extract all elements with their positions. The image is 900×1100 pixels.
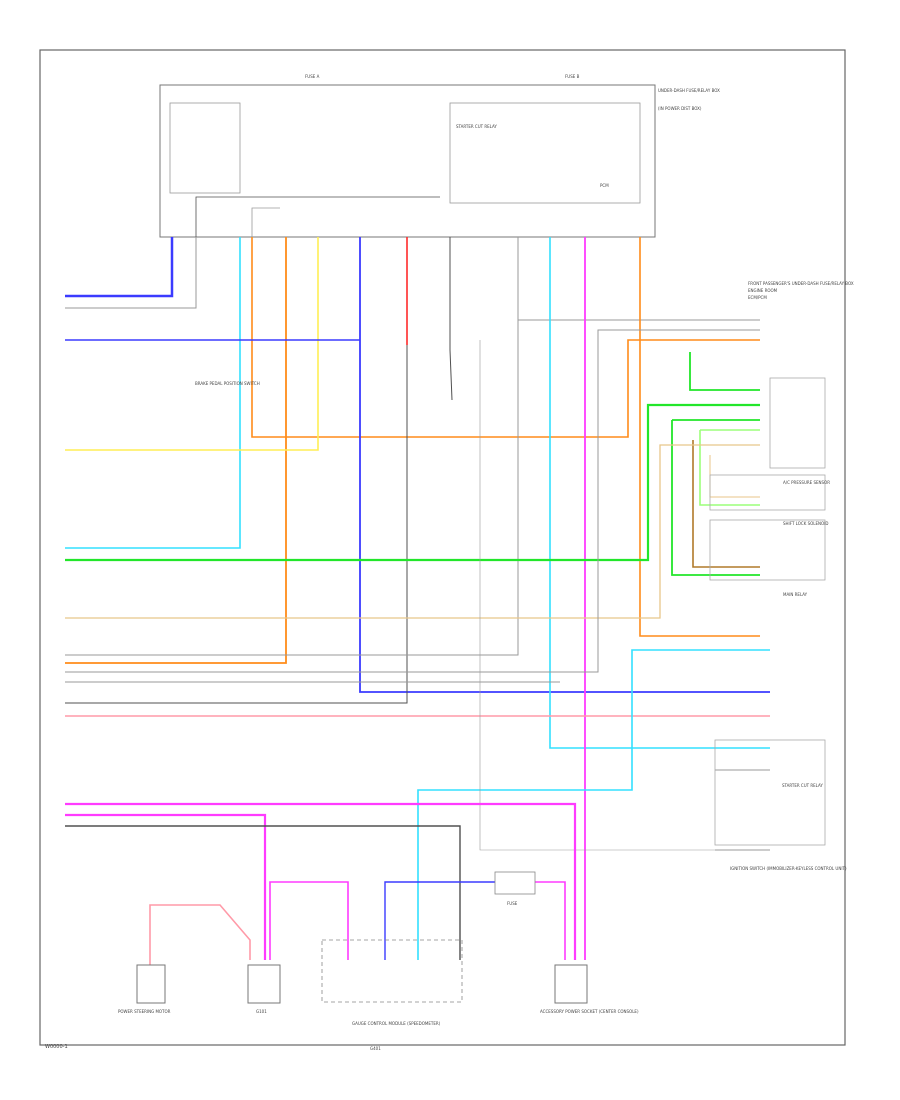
bottom-label-1: POWER STEERING MOTOR [118,1009,171,1014]
diagram-frame [39,49,846,1046]
wire-dark-1 [65,345,408,704]
wire-orange-2 [65,237,287,664]
wire-blue-bottom [384,881,495,960]
wire-pink-4 [535,881,566,960]
wire-brown [692,440,760,568]
wire-gray-top2 [251,207,280,237]
fuse-box-outline [159,84,656,238]
inline-fuse-box [494,871,536,895]
connector-block-right-1 [769,377,826,469]
fuse-box-subtitle: (IN POWER DIST BOX) [658,106,702,111]
wire-cyan-right [549,237,770,749]
side-components: FRONT PASSENGER'S UNDER-DASH FUSE/RELAY … [195,281,854,871]
wire-pink-3 [269,881,349,960]
fuse-top-right-label: FUSE B [565,74,580,79]
bottom-label-2: G101 [256,1009,267,1014]
pcm-label: PCM [600,183,609,188]
wire-green-2 [689,352,760,391]
bottom-label-4: G401 [370,1046,381,1051]
wire-green [65,403,760,562]
wire-orange-1 [251,237,760,438]
wire-green-6 [699,430,760,506]
gauge-control-module-box [321,939,463,1003]
wire-pink-1 [65,802,577,960]
fuse-relay-box: FUSE A FUSE B UNDER-DASH FUSE/RELAY BOX … [159,74,720,238]
wire-gray-3 [65,320,519,656]
wire-orange-3 [639,237,760,637]
power-steering-motor-box [136,964,166,1004]
fuse-cell-left [169,102,241,194]
wire-yellow [65,237,319,451]
wire-pink-2 [65,813,267,960]
wire-dark-2 [449,237,453,401]
switch-label: BRAKE PEDAL POSITION SWITCH [195,381,260,386]
wire-red-motor [149,904,251,965]
accessory-socket-box [554,964,588,1004]
side-low-2-label: IGNITION SWITCH (IMMOBILIZER-KEYLESS CON… [730,866,847,871]
bottom-label-3: GAUGE CONTROL MODULE (SPEEDOMETER) [352,1021,441,1026]
inline-fuse-label: FUSE [507,901,518,906]
wire-green-4 [671,420,760,576]
side-mid-3-label: MAIN RELAY [783,592,808,597]
connector-block-right-4 [714,739,826,846]
connector-block-right-3 [709,519,826,581]
wire-blue-left [65,237,174,298]
wire-gray-4 [65,329,760,673]
wire-cyan-low [417,649,770,960]
wire-dark-bottom [65,825,461,960]
fuse-cell-right [449,102,641,204]
side-connector-1-label: FRONT PASSENGER'S UNDER-DASH FUSE/RELAY … [748,281,854,286]
wires-layer [65,196,770,965]
bottom-label-5: ACCESSORY POWER SOCKET (CENTER CONSOLE) [540,1009,639,1014]
side-low-1-label: STARTER CUT RELAY [782,783,823,788]
wire-gray-top [195,196,440,237]
wire-gray-1 [65,237,197,309]
wire-tan-2 [709,455,760,498]
fuse-top-left-label: FUSE A [305,74,320,79]
side-connector-3-label: ECM/PCM [748,295,767,300]
wire-cyan-left [65,237,241,549]
connector-block-right-2 [709,474,826,511]
wire-dashed [479,340,715,851]
side-mid-1-label: A/C PRESSURE SENSOR [783,480,830,485]
bottom-components: POWER STEERING MOTOR G101 GAUGE CONTROL … [45,871,639,1051]
relay-inner-label: STARTER CUT RELAY [456,124,497,129]
side-mid-2-label: SHIFT LOCK SOLENOID [783,521,828,526]
wire-tan [65,444,760,619]
footer-code: W0000-1 [45,1044,68,1050]
wire-gray-2 [517,237,760,321]
ground-box-g101 [247,964,281,1004]
fuse-box-title: UNDER-DASH FUSE/RELAY BOX [658,88,720,93]
side-connector-2-label: ENGINE ROOM [748,288,778,293]
wire-blue-long [359,237,770,693]
